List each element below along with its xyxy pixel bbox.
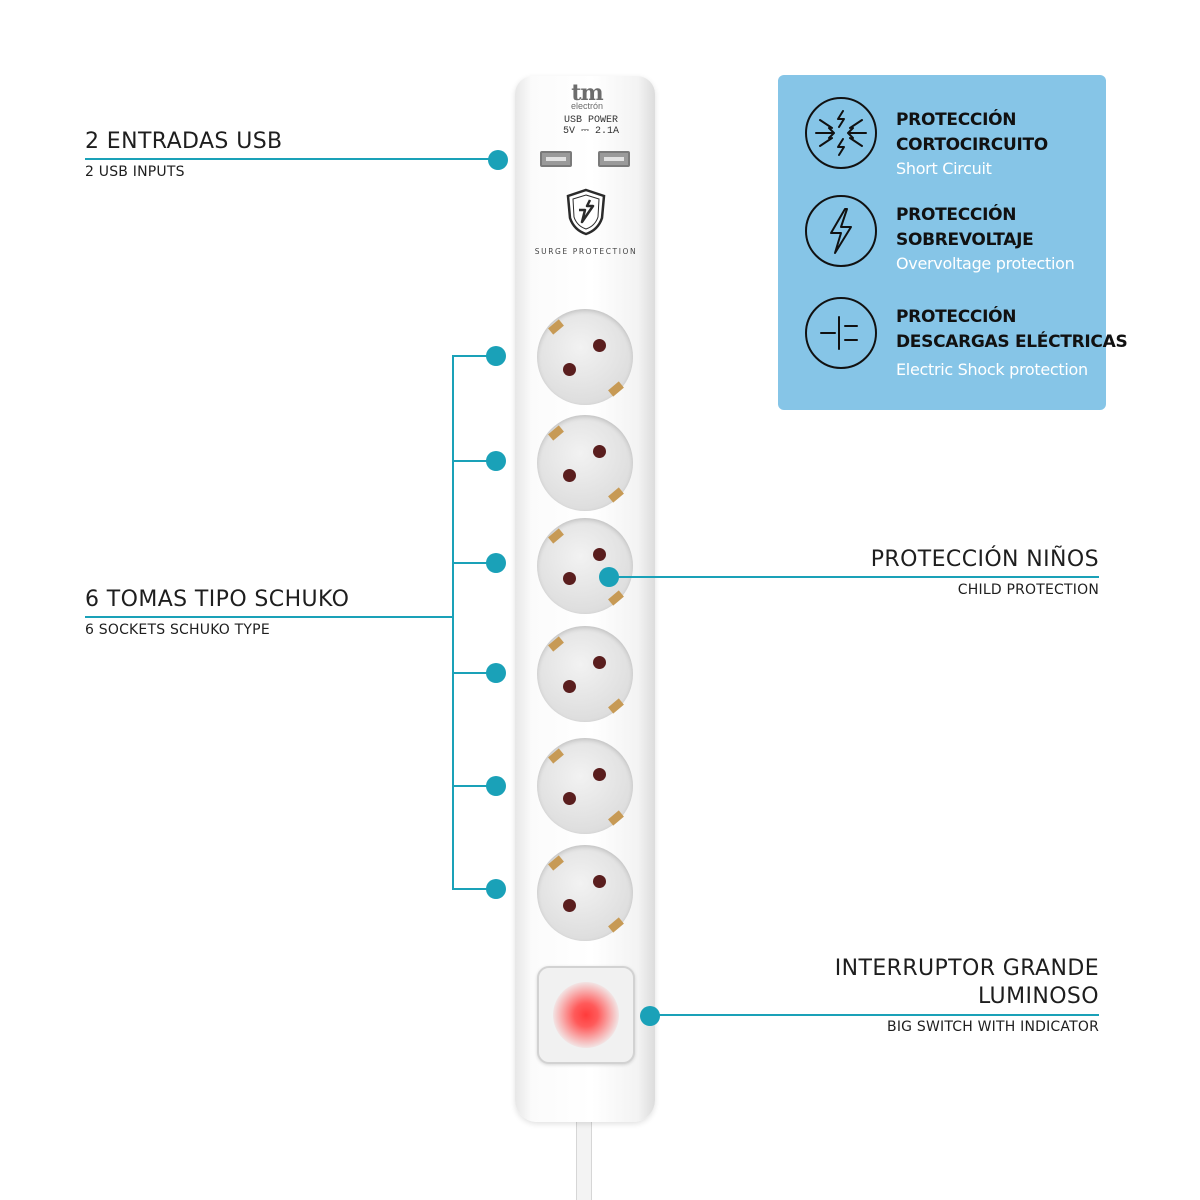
switch-callout-title-line2: LUMINOSO bbox=[978, 984, 1099, 1009]
usb-port bbox=[540, 151, 572, 167]
switch-callout-dot bbox=[640, 1006, 660, 1026]
usb-port bbox=[598, 151, 630, 167]
brand-logo: tm electrón bbox=[547, 80, 627, 111]
socket-dot bbox=[486, 346, 506, 366]
sockets-bracket-vertical bbox=[452, 355, 454, 890]
short-circuit-icon bbox=[805, 97, 877, 169]
sockets-bracket-tick bbox=[452, 785, 496, 787]
sockets-bracket-tick bbox=[452, 355, 496, 357]
capacitor-icon bbox=[805, 297, 877, 369]
brand-logo-mark: tm bbox=[571, 80, 603, 106]
usb-power-label: USB POWER 5V ⎓ 2.1A bbox=[548, 115, 634, 137]
power-switch[interactable] bbox=[537, 966, 635, 1064]
sockets-callout-title: 6 TOMAS TIPO SCHUKO bbox=[85, 587, 350, 612]
usb-callout-dot bbox=[488, 150, 508, 170]
surge-shield-icon bbox=[565, 188, 607, 241]
usb-callout-title: 2 ENTRADAS USB bbox=[85, 129, 283, 154]
sockets-bracket-tick bbox=[452, 672, 496, 674]
schuko-socket bbox=[537, 845, 633, 941]
feature-electric-shock: PROTECCIÓN DESCARGAS ELÉCTRICAS Electric… bbox=[896, 305, 1128, 381]
socket-dot bbox=[486, 879, 506, 899]
switch-callout-title-line1: INTERRUPTOR GRANDE bbox=[834, 956, 1099, 981]
power-cable bbox=[576, 1110, 592, 1200]
schuko-socket bbox=[537, 518, 633, 614]
schuko-socket bbox=[537, 738, 633, 834]
schuko-socket bbox=[537, 415, 633, 511]
schuko-socket bbox=[537, 626, 633, 722]
feature-overvoltage: PROTECCIÓN SOBREVOLTAJE Overvoltage prot… bbox=[896, 203, 1075, 275]
socket-dot bbox=[486, 451, 506, 471]
child-protection-subtitle: CHILD PROTECTION bbox=[957, 582, 1099, 598]
feature-english-label: Electric Shock protection bbox=[896, 360, 1088, 379]
feature-title-line1: PROTECCIÓN bbox=[896, 205, 1017, 225]
switch-callout: INTERRUPTOR GRANDE LUMINOSO BIG SWITCH W… bbox=[835, 955, 1099, 1035]
surge-protection-label: SURGE PROTECTION bbox=[534, 247, 638, 256]
feature-title-line1: PROTECCIÓN bbox=[896, 307, 1017, 327]
child-protection-dot bbox=[599, 567, 619, 587]
child-protection-title: PROTECCIÓN NIÑOS bbox=[870, 547, 1099, 572]
usb-callout: 2 ENTRADAS USB 2 USB INPUTS bbox=[85, 128, 283, 180]
sockets-callout: 6 TOMAS TIPO SCHUKO 6 SOCKETS SCHUKO TYP… bbox=[85, 586, 349, 638]
feature-english-label: Short Circuit bbox=[896, 159, 992, 178]
socket-dot bbox=[486, 663, 506, 683]
feature-title-line2: DESCARGAS ELÉCTRICAS bbox=[896, 332, 1128, 352]
schuko-socket bbox=[537, 309, 633, 405]
usb-callout-line bbox=[85, 158, 497, 160]
switch-callout-subtitle: BIG SWITCH WITH INDICATOR bbox=[887, 1019, 1099, 1035]
feature-short-circuit: PROTECCIÓN CORTOCIRCUITO Short Circuit bbox=[896, 108, 1048, 180]
switch-indicator-light bbox=[553, 982, 619, 1048]
feature-title-line2: SOBREVOLTAJE bbox=[896, 230, 1034, 250]
sockets-bracket-tick bbox=[452, 888, 496, 890]
usb-power-line2: 5V ⎓ 2.1A bbox=[563, 126, 619, 137]
child-protection-callout: PROTECCIÓN NIÑOS CHILD PROTECTION bbox=[871, 546, 1099, 598]
usb-callout-subtitle: 2 USB INPUTS bbox=[85, 164, 185, 180]
sockets-bracket-tick bbox=[452, 562, 496, 564]
usb-power-line1: USB POWER bbox=[563, 115, 618, 126]
child-protection-line bbox=[608, 576, 1099, 578]
sockets-callout-line bbox=[85, 616, 453, 618]
lightning-bolt-icon bbox=[805, 195, 877, 267]
socket-dot bbox=[486, 776, 506, 796]
feature-title-line1: PROTECCIÓN bbox=[896, 110, 1017, 130]
switch-callout-line bbox=[652, 1014, 1099, 1016]
sockets-bracket-tick bbox=[452, 460, 496, 462]
sockets-callout-subtitle: 6 SOCKETS SCHUKO TYPE bbox=[85, 622, 270, 638]
feature-english-label: Overvoltage protection bbox=[896, 254, 1075, 273]
socket-dot bbox=[486, 553, 506, 573]
brand-logo-sub: electrón bbox=[570, 101, 604, 111]
feature-title-line2: CORTOCIRCUITO bbox=[896, 135, 1048, 155]
